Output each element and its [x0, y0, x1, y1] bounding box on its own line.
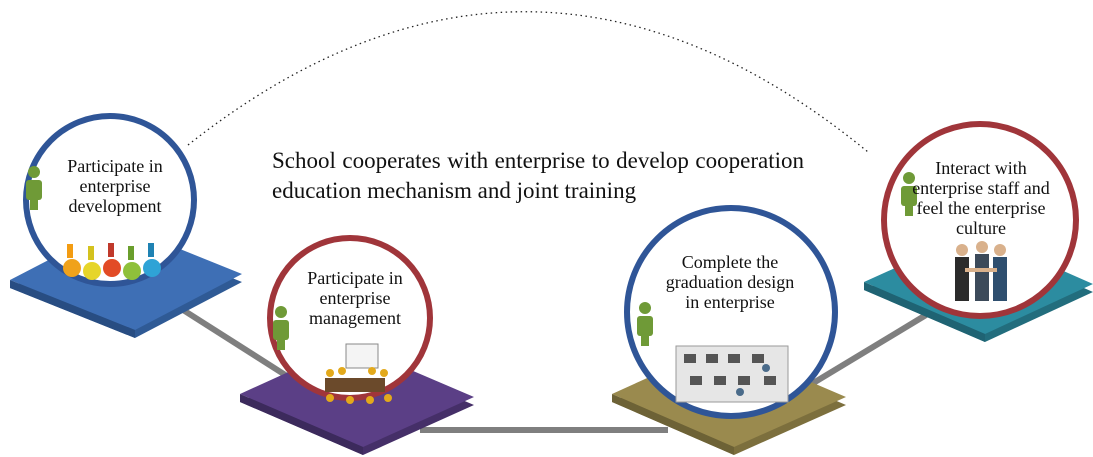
dotted-arc-connector — [187, 11, 869, 153]
person-icon — [901, 172, 917, 216]
node-4-circle — [881, 121, 1079, 319]
connector-1-2 — [178, 305, 292, 381]
office-workstations-icon — [675, 345, 789, 403]
node-4-label: Interact with enterprise staff and feel … — [912, 158, 1050, 238]
person-icon — [637, 302, 653, 346]
node-1-label: Participate in enterprise development — [67, 156, 163, 216]
business-people-handshake-icon — [955, 241, 1007, 301]
node-3-label: Complete the graduation design in enterp… — [665, 252, 795, 312]
node-1-circle — [23, 113, 197, 287]
connectors — [178, 305, 928, 433]
person-icon — [273, 306, 289, 350]
person-icon — [26, 166, 42, 210]
meeting-room-icon — [325, 343, 392, 404]
connector-3-4 — [808, 312, 928, 388]
node-2-label: Participate in enterprise management — [307, 268, 403, 328]
central-description: School cooperates with enterprise to dev… — [272, 148, 804, 203]
colorful-people-on-gears-icon — [63, 243, 161, 280]
